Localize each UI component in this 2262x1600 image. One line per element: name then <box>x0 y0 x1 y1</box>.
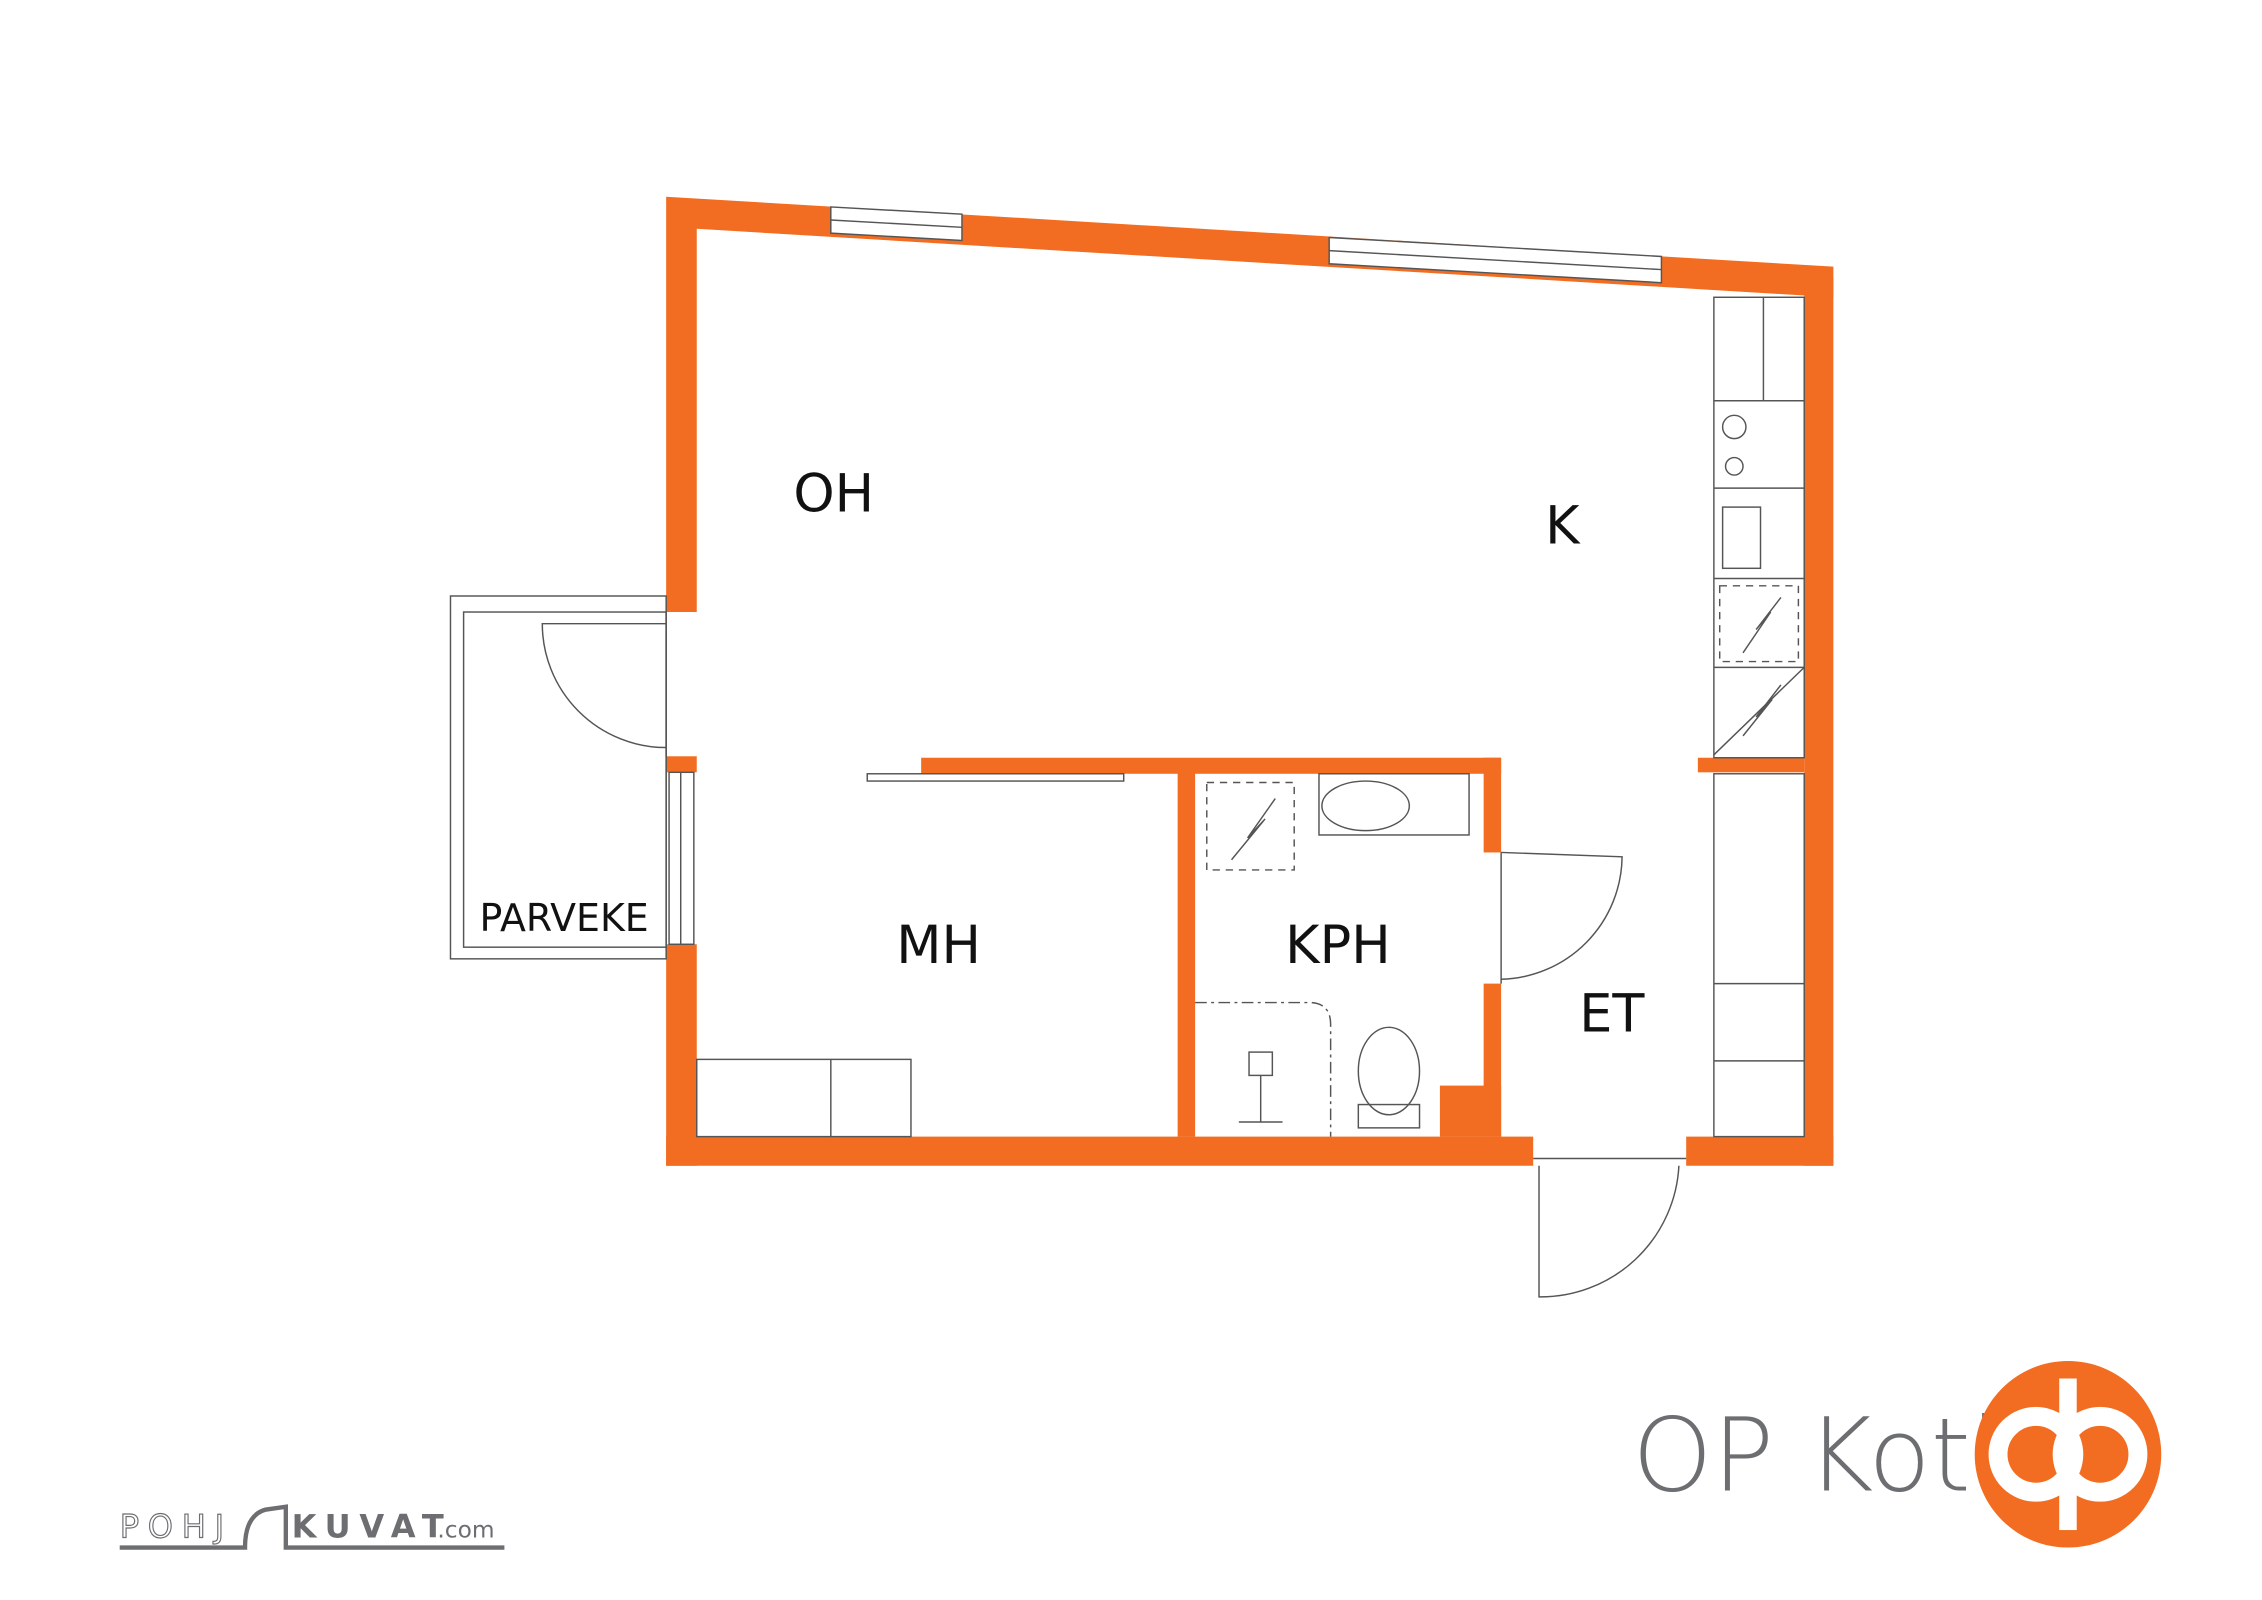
bottom-wall-left <box>666 1136 1534 1166</box>
balcony <box>449 595 667 960</box>
kitchen-sink <box>1721 506 1762 570</box>
op-koti-logo: OP Koti <box>1632 1361 2162 1548</box>
room-label-k: K <box>1545 496 1581 557</box>
toilet <box>1357 1026 1421 1116</box>
svg-text:.com: .com <box>437 1516 494 1543</box>
kitchen-wall-stub <box>1697 757 1805 773</box>
kitchen-counter <box>1713 296 1805 759</box>
bathroom-door-swing <box>1501 851 1623 980</box>
logo-text: OP Koti <box>1632 1397 1999 1516</box>
svg-text:KUVAT: KUVAT <box>292 1507 453 1545</box>
shower-head <box>1248 1051 1274 1077</box>
stove-burner <box>1721 414 1747 440</box>
balcony-door-swing <box>541 622 667 749</box>
doors <box>866 773 1687 1298</box>
bath-sink <box>1321 780 1411 832</box>
left-wall-lower <box>666 944 697 1166</box>
room-labels: OH K MH KPH ET PARVEKE <box>480 463 1646 1044</box>
bottom-wall-right <box>1686 1136 1834 1166</box>
left-wall-stub <box>666 756 697 773</box>
bath-sink-counter <box>1318 773 1470 836</box>
room-label-kph: KPH <box>1285 915 1390 976</box>
stove-burner <box>1724 456 1744 476</box>
windows <box>668 206 1663 945</box>
pohjakuvat-watermark: POHJ KUVAT .com <box>119 1504 505 1550</box>
room-label-oh: OH <box>793 463 874 524</box>
interior-wall-horizontal <box>921 757 1502 774</box>
hall-wardrobe <box>1713 773 1805 1138</box>
room-label-parveke: PARVEKE <box>480 896 649 940</box>
fixtures <box>696 296 1805 1138</box>
bedroom-wardrobe <box>696 1058 912 1138</box>
room-label-et: ET <box>1579 984 1645 1045</box>
svg-text:POHJ: POHJ <box>120 1507 233 1545</box>
bath-shaft <box>1206 781 1295 871</box>
bath-hall-wall-upper <box>1483 757 1502 853</box>
entrance-door-swing <box>1538 1165 1680 1298</box>
bedroom-bath-wall <box>1177 772 1196 1137</box>
right-wall <box>1804 276 1834 1166</box>
shaft-block <box>1439 1085 1502 1137</box>
room-label-mh: MH <box>896 915 981 976</box>
shower-area <box>1195 1001 1332 1137</box>
walls <box>666 196 1834 1166</box>
